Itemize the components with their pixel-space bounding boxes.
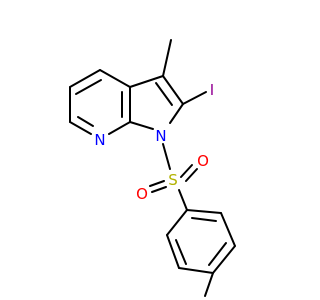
- bond: [166, 234, 180, 269]
- bond: [169, 103, 184, 124]
- bond: [69, 69, 101, 88]
- oxygen-right-label: O: [197, 152, 209, 170]
- bond: [69, 121, 92, 135]
- tolyl-ring: [166, 189, 236, 274]
- bond: [178, 189, 188, 211]
- oxygen-left-label: O: [136, 185, 148, 203]
- pyridine-ring: [69, 69, 131, 135]
- bond: [208, 242, 227, 266]
- bond: [108, 121, 131, 135]
- sulfonyl-oxygen-bonds: [149, 164, 198, 193]
- pyrrole-ring: [129, 75, 184, 130]
- iodine-label: I: [210, 81, 214, 99]
- bond: [191, 217, 217, 222]
- bond: [162, 75, 184, 105]
- bond: [149, 180, 165, 187]
- pyridine-nitrogen-label: N: [94, 131, 105, 149]
- sulfur-label: S: [168, 171, 178, 189]
- bond: [166, 209, 188, 236]
- bond: [212, 245, 236, 274]
- molecule-structure: N N I S O O: [69, 39, 236, 297]
- bond: [186, 209, 222, 214]
- pyrrole-nitrogen-label: N: [155, 127, 166, 145]
- bond: [178, 267, 214, 274]
- bond: [151, 186, 167, 193]
- methyl-bond-top: [162, 39, 172, 77]
- n-s-bond: [162, 143, 171, 170]
- methyl-bond-bottom: [204, 272, 214, 297]
- bond: [77, 116, 94, 127]
- bond: [155, 82, 173, 106]
- bond: [185, 168, 198, 182]
- bond: [129, 121, 154, 130]
- bond: [175, 239, 187, 265]
- bond: [180, 164, 193, 178]
- bond: [129, 75, 164, 88]
- bond: [220, 212, 236, 247]
- bond: [75, 79, 102, 95]
- bond: [99, 69, 131, 88]
- iodine-bond: [182, 91, 207, 105]
